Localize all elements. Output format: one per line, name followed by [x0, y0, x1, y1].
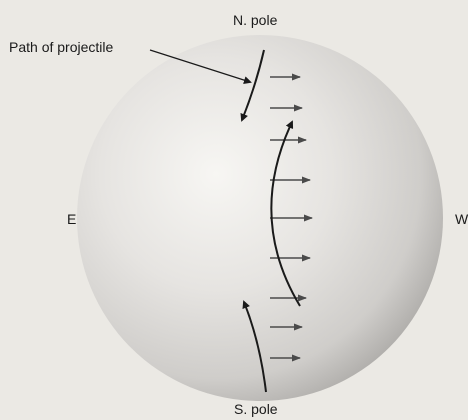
- east-label: E: [67, 212, 76, 226]
- north-pole-label: N. pole: [233, 13, 277, 27]
- path-of-projectile-label: Path of projectile: [9, 40, 113, 54]
- earth-sphere: [77, 35, 443, 401]
- south-pole-label: S. pole: [234, 402, 278, 416]
- west-label: W: [455, 212, 468, 226]
